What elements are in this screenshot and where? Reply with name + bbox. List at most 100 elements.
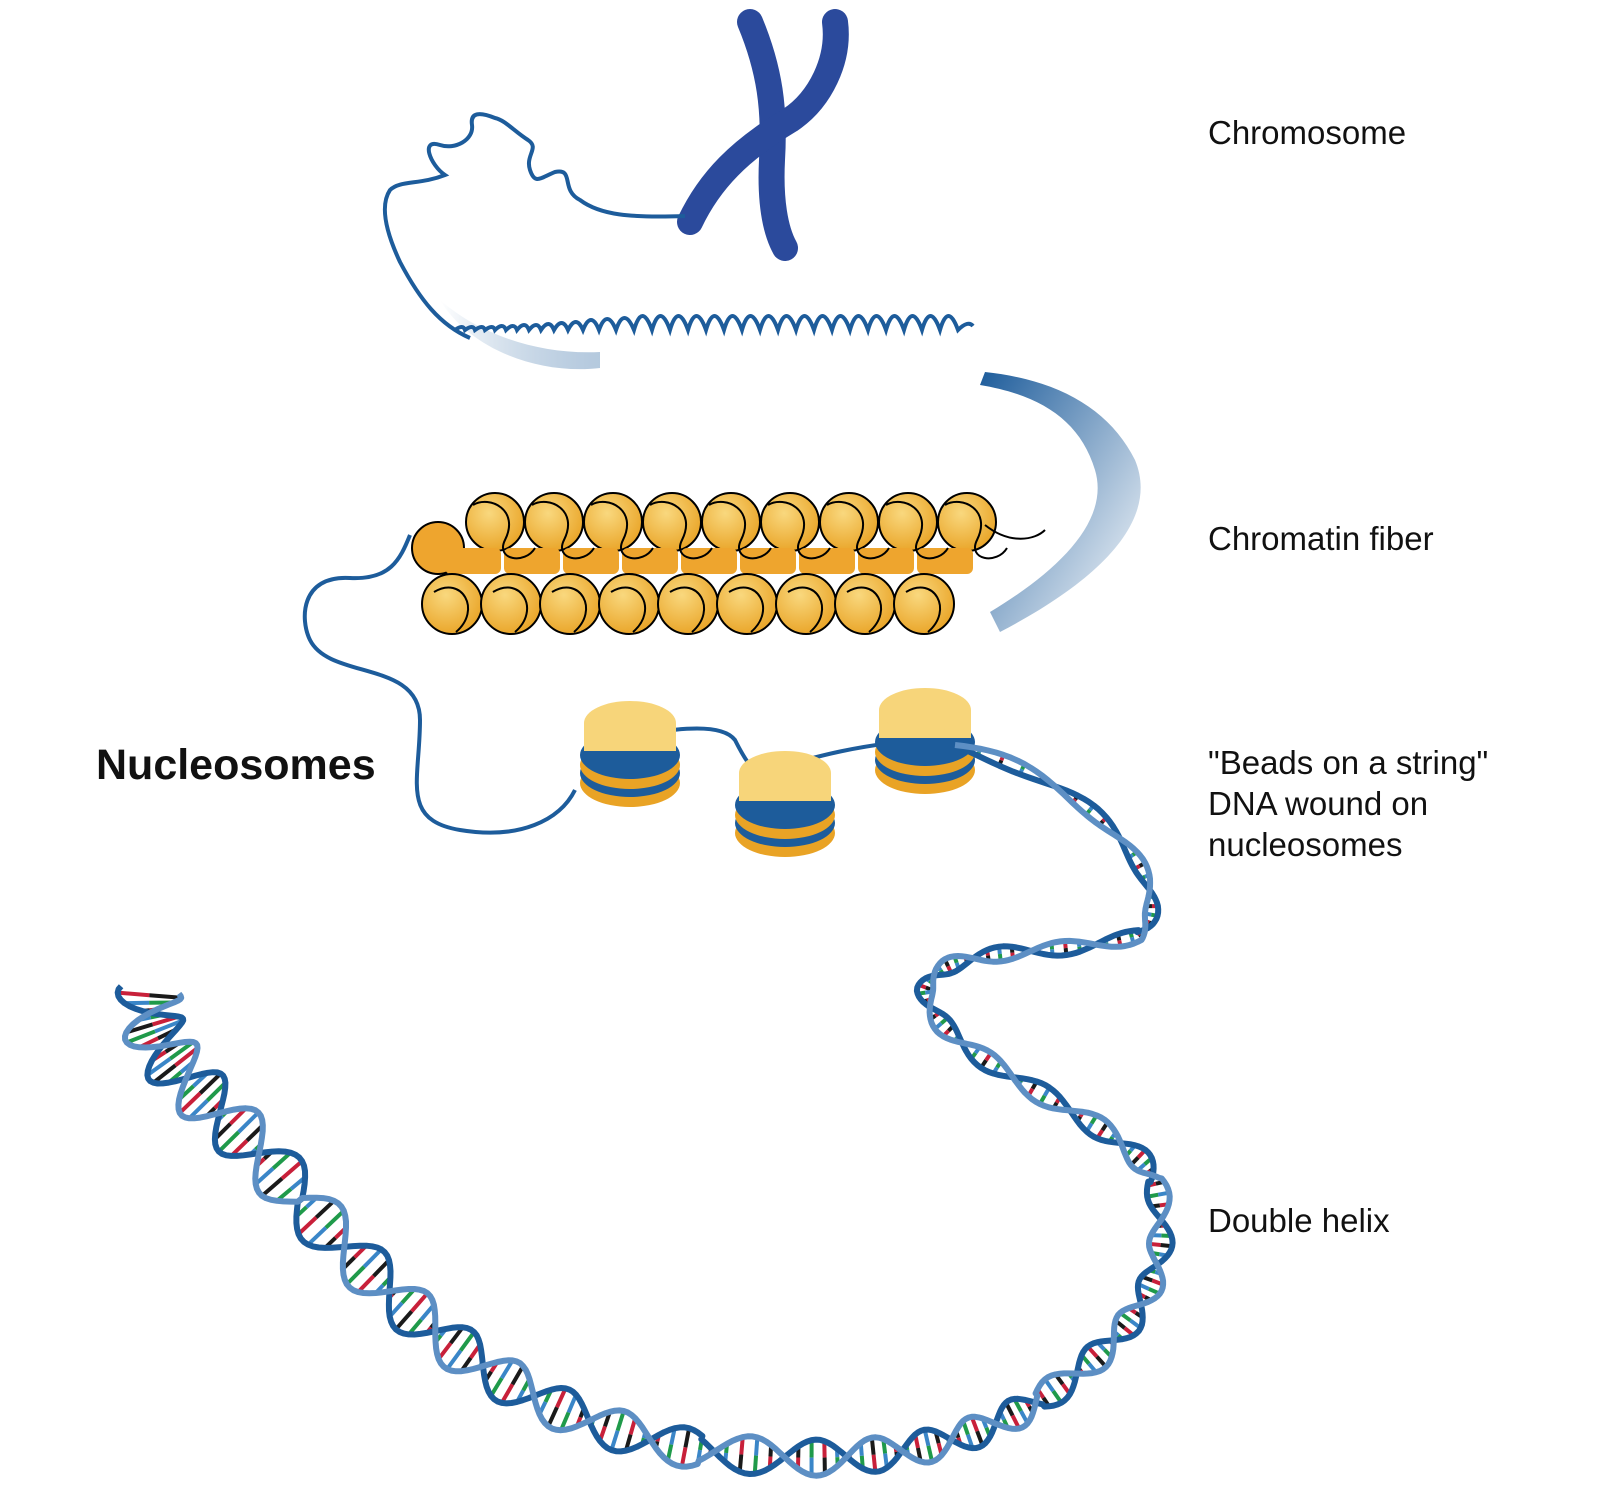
fiber-dna-wrap	[590, 500, 654, 560]
chromosome	[677, 9, 849, 261]
base-pair	[546, 1406, 559, 1428]
fiber-nucleosome-bottom	[834, 573, 896, 635]
fiber-dna-wrap	[669, 586, 705, 633]
fiber-histone-core	[445, 548, 501, 574]
label-chromatin-fiber: Chromatin fiber	[1208, 520, 1434, 557]
base-pair	[169, 1040, 195, 1061]
fiber-nucleosome-top	[760, 492, 820, 552]
base-pair	[254, 1166, 275, 1186]
fiber-histone-core	[917, 548, 973, 574]
label-beads-line1: "Beads on a string"	[1208, 744, 1489, 781]
fiber-dna-wrap	[767, 500, 831, 560]
base-pair	[679, 1447, 688, 1467]
fiber-nucleosome-bottom	[893, 573, 955, 635]
base-pair	[297, 1216, 318, 1236]
fiber-dna-wrap	[531, 500, 595, 560]
base-pair	[394, 1309, 414, 1331]
base-pair	[356, 1274, 376, 1294]
fiber-dna-wrap	[944, 500, 1008, 560]
base-pair	[198, 1072, 223, 1095]
fiber-nucleosome-bottom	[657, 573, 719, 635]
base-pair	[149, 993, 182, 1000]
fiber-nucleosome-top	[465, 492, 525, 552]
base-pair	[489, 1377, 504, 1397]
fiber-dna-wrap	[905, 586, 941, 633]
base-pair	[280, 1159, 304, 1180]
backbone-strand	[114, 742, 1176, 1477]
fiber-dna-wrap	[708, 500, 772, 560]
fiber-dna-wrap	[649, 500, 713, 560]
fiber-nucleosome-bottom	[598, 573, 660, 635]
base-pair	[146, 1056, 172, 1077]
base-pair	[555, 1387, 568, 1409]
dna-loop-strand	[382, 112, 686, 340]
label-double-helix: Double helix	[1208, 1202, 1390, 1239]
fiber-nucleosome-top	[819, 492, 879, 552]
label-beads-line3: nucleosomes	[1208, 826, 1403, 863]
fiber-nucleosome-bottom	[421, 573, 483, 635]
base-pair	[117, 990, 150, 998]
fiber-dna-tail	[984, 524, 1046, 540]
base-pair	[152, 1063, 177, 1085]
base-pair	[615, 1410, 626, 1432]
base-pair	[683, 1427, 692, 1448]
nucleosome-beads	[580, 688, 975, 857]
fiber-nucleosome-bottom	[539, 573, 601, 635]
bead-top	[879, 688, 971, 732]
linker-dna	[302, 534, 577, 835]
fiber-nucleosome-top	[878, 492, 938, 552]
fiber-dna-wrap	[610, 586, 646, 633]
fiber-histone-core	[622, 548, 678, 574]
fiber-histone-core	[504, 548, 560, 574]
backbone-strand	[122, 742, 1173, 1479]
bead-top	[584, 701, 676, 745]
base-pair	[510, 1364, 525, 1386]
fiber-nucleosome-top	[583, 492, 643, 552]
base-pair	[174, 1046, 199, 1067]
base-pair	[459, 1330, 476, 1352]
fiber-dna-wrap	[433, 586, 469, 633]
fiber-nucleosome-top	[642, 492, 702, 552]
base-pair	[306, 1226, 328, 1247]
base-pair	[362, 1248, 383, 1269]
fiber-dna-wrap	[551, 586, 587, 633]
label-nucleosomes: Nucleosomes	[96, 741, 376, 789]
fiber-dna-wrap	[885, 500, 949, 560]
base-pair	[345, 1265, 366, 1286]
label-beads-line2: DNA wound on	[1208, 785, 1429, 822]
base-pair	[154, 1018, 184, 1034]
fiber-dna-wrap	[787, 586, 823, 633]
fiber-dna-wrap	[472, 500, 536, 560]
base-pair	[178, 1091, 202, 1115]
base-pair	[372, 1258, 391, 1278]
fiber-histone-core	[858, 548, 914, 574]
fiber-nucleosome-bottom	[716, 573, 778, 635]
fiber-dna-wrap	[826, 500, 890, 560]
fiber-histone-core	[563, 548, 619, 574]
base-pair	[314, 1199, 336, 1219]
base-pair	[500, 1383, 515, 1404]
fiber-nucleosome-top	[524, 492, 584, 552]
fiber-nucleosome-top	[701, 492, 761, 552]
base-pair	[126, 1029, 156, 1045]
fiber-dna-wrap	[728, 586, 764, 633]
fiber-histone-core	[681, 548, 737, 574]
fiber-histone-core	[740, 548, 796, 574]
base-pair	[500, 1359, 515, 1380]
bead-top	[739, 751, 831, 795]
fiber-dna-wrap	[492, 586, 528, 633]
zoom-funnel	[980, 372, 1141, 632]
base-pair	[271, 1151, 292, 1170]
fiber-histone-core	[799, 548, 855, 574]
fiber-dna-wrap	[846, 586, 882, 633]
double-helix	[114, 742, 1176, 1479]
base-pair	[237, 1111, 260, 1134]
base-pair	[445, 1349, 463, 1371]
base-pair	[609, 1429, 620, 1451]
label-chromosome: Chromosome	[1208, 114, 1407, 151]
chromatin-fiber	[411, 492, 1046, 635]
fiber-nucleosome-top	[937, 492, 997, 552]
base-pair	[260, 1176, 284, 1198]
coiled-chromatin	[440, 300, 975, 370]
